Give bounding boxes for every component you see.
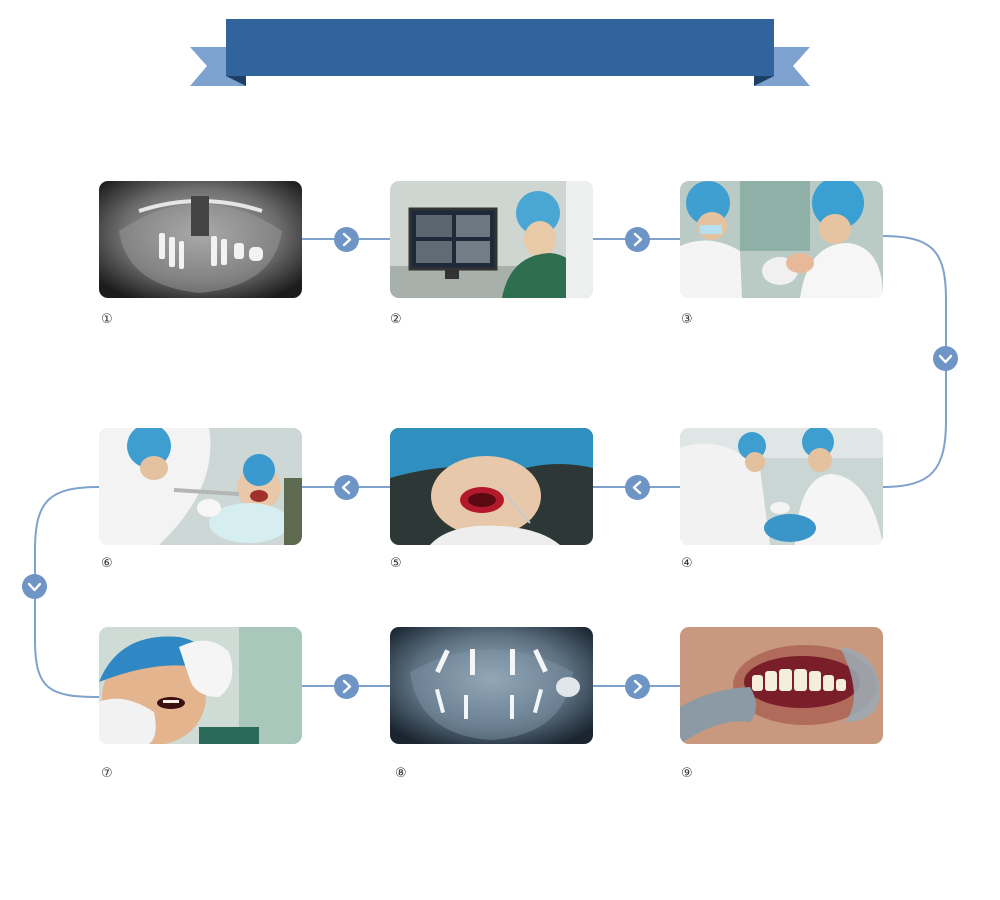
chevron-down-icon [27, 582, 42, 592]
step-2-number: ② [390, 312, 402, 327]
header-banner [190, 19, 810, 86]
step-7-number: ⑦ [101, 766, 113, 781]
step-6-image [99, 428, 302, 545]
step-8-image [390, 627, 593, 744]
step-9-number: ⑨ [681, 766, 693, 781]
step-5-number: ⑤ [390, 556, 402, 571]
arrow-1-to-2 [334, 227, 359, 252]
step-4-number: ④ [681, 556, 693, 571]
step-1-image [99, 181, 302, 298]
arrow-3-to-4 [933, 346, 958, 371]
arrow-5-to-6 [334, 475, 359, 500]
chevron-right-icon [633, 679, 643, 694]
chevron-right-icon [342, 679, 352, 694]
arrow-6-to-7 [22, 574, 47, 599]
step-3-number: ③ [681, 312, 693, 327]
arrow-4-to-5 [625, 475, 650, 500]
panoramic-xray-before-icon [99, 181, 302, 298]
step-4-image [680, 428, 883, 545]
step-6-number: ⑥ [101, 556, 113, 571]
step-5-image [390, 428, 593, 545]
surgery-team-icon [680, 428, 883, 545]
patient-checkup-icon [99, 627, 302, 744]
step-7-image [99, 627, 302, 744]
arrow-8-to-9 [625, 674, 650, 699]
arrow-2-to-3 [625, 227, 650, 252]
step-3-image [680, 181, 883, 298]
chevron-right-icon [342, 232, 352, 247]
chevron-left-icon [632, 480, 642, 495]
chevron-left-icon [341, 480, 351, 495]
drilling-procedure-icon [99, 428, 302, 545]
chevron-right-icon [633, 232, 643, 247]
step-9-image [680, 627, 883, 744]
step-1-number: ① [101, 312, 113, 327]
step-8-number: ⑧ [395, 766, 407, 781]
step-2-image [390, 181, 593, 298]
panoramic-xray-implants-icon [390, 627, 593, 744]
open-mouth-surgery-icon [390, 428, 593, 545]
restored-teeth-icon [680, 627, 883, 744]
dentists-examining-icon [680, 181, 883, 298]
ct-scan-review-icon [390, 181, 593, 298]
chevron-down-icon [938, 354, 953, 364]
arrow-7-to-8 [334, 674, 359, 699]
